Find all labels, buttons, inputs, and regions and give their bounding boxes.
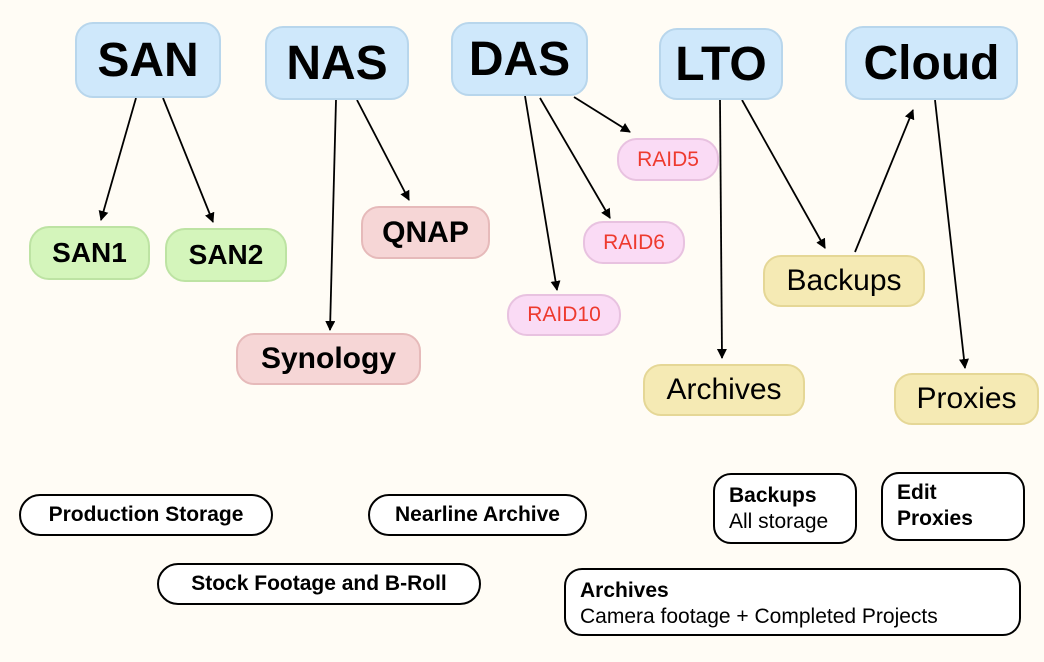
edge-san-san1 — [98, 97, 137, 221]
edge-nas-synology — [325, 99, 337, 331]
node-das[interactable]: DAS — [451, 22, 588, 96]
legend-backups: Backups All storage — [713, 473, 857, 544]
edge-lto-backups — [741, 99, 826, 249]
edge-lto-archives — [716, 99, 727, 359]
node-nas[interactable]: NAS — [265, 26, 409, 100]
node-cloud[interactable]: Cloud — [845, 26, 1018, 100]
legend-archives-desc: Camera footage + Completed Projects — [580, 605, 938, 628]
node-synology[interactable]: Synology — [236, 333, 421, 385]
legend-backups-title: Backups — [729, 484, 817, 507]
node-backups[interactable]: Backups — [763, 255, 925, 307]
node-qnap[interactable]: QNAP — [361, 206, 490, 259]
edge-das-raid10 — [524, 95, 561, 291]
edge-cloud-proxies — [934, 99, 969, 369]
node-archives[interactable]: Archives — [643, 364, 805, 416]
node-san1[interactable]: SAN1 — [29, 226, 150, 280]
edge-san-san2 — [162, 97, 215, 223]
legend-backups-desc: All storage — [729, 510, 829, 533]
node-san[interactable]: SAN — [75, 22, 221, 98]
edge-das-raid5 — [573, 96, 631, 133]
legend-archives: Archives Camera footage + Completed Proj… — [564, 568, 1021, 636]
node-raid10[interactable]: RAID10 — [507, 294, 621, 336]
legend-nearline-archive: Nearline Archive — [368, 494, 587, 536]
node-proxies[interactable]: Proxies — [894, 373, 1039, 425]
node-san2[interactable]: SAN2 — [165, 228, 287, 282]
legend-stock-footage: Stock Footage and B-Roll — [157, 563, 481, 605]
edge-backups-cloud — [854, 109, 915, 253]
edge-das-raid6 — [539, 97, 611, 219]
legend-edit-title: Edit — [897, 481, 937, 504]
legend-edit-proxies: Edit Proxies — [881, 472, 1025, 541]
node-raid5[interactable]: RAID5 — [617, 138, 719, 181]
node-raid6[interactable]: RAID6 — [583, 221, 685, 264]
legend-archives-title: Archives — [580, 579, 669, 602]
legend-production-storage: Production Storage — [19, 494, 273, 536]
edge-nas-qnap — [356, 99, 410, 201]
node-lto[interactable]: LTO — [659, 28, 783, 100]
legend-edit-title-2: Proxies — [897, 507, 973, 530]
